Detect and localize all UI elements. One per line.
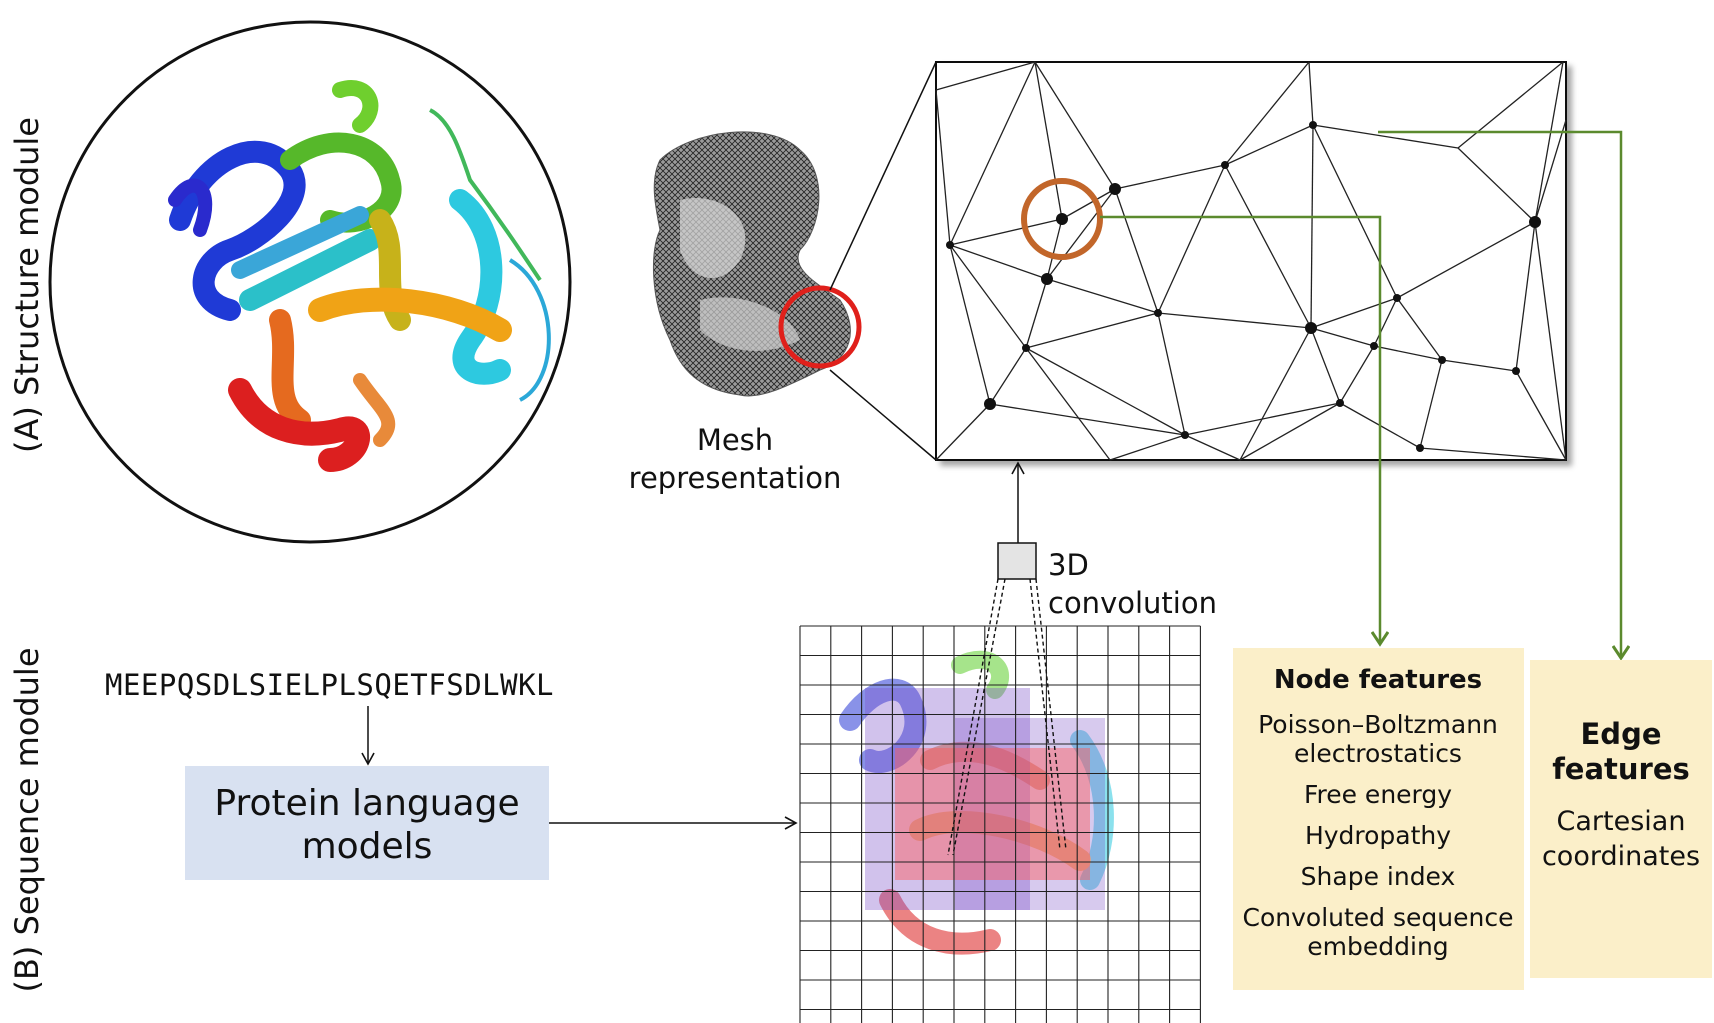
edge-features-body-line1: Cartesian bbox=[1557, 806, 1686, 837]
structure-module-label: (A) Structure module bbox=[8, 117, 46, 453]
node-feature-item: electrostatics bbox=[1294, 739, 1462, 768]
grid-red-region bbox=[895, 748, 1090, 880]
mesh-surface-illustration bbox=[653, 131, 862, 397]
node-features-box bbox=[1233, 648, 1524, 990]
zoom-line-bottom bbox=[829, 369, 937, 461]
node-feature-item: Poisson–Boltzmann bbox=[1258, 710, 1498, 739]
protein-sequence: MEEPQSDLSIELPLSQETFSDLWKL bbox=[105, 668, 554, 702]
convolution-label-line1: 3D bbox=[1048, 548, 1089, 582]
node-feature-item: embedding bbox=[1307, 932, 1448, 961]
edge-features-title-line1: Edge bbox=[1581, 717, 1662, 751]
node-feature-item: Convoluted sequence bbox=[1243, 903, 1514, 932]
node-feature-item: Free energy bbox=[1304, 780, 1452, 809]
edge-feature-arrow bbox=[1378, 130, 1621, 658]
node-feature-item: Hydropathy bbox=[1305, 821, 1451, 850]
edge-features-box bbox=[1530, 660, 1712, 978]
plm-label-line2: models bbox=[302, 826, 433, 867]
grid-purple-region-right bbox=[955, 718, 1105, 910]
voxel-grid bbox=[799, 578, 1201, 1023]
edge-features-body-line2: coordinates bbox=[1542, 841, 1700, 872]
node-features-title: Node features bbox=[1274, 665, 1482, 695]
node-feature-item: Shape index bbox=[1301, 862, 1456, 891]
grid-protein-overlay bbox=[839, 650, 1114, 955]
mesh-highlight-circle bbox=[778, 285, 862, 369]
node-feature-arrow bbox=[1100, 215, 1380, 644]
convolution-label-line2: convolution bbox=[1048, 586, 1217, 620]
protein-structure-illustration bbox=[48, 20, 572, 544]
edge-features-title-line2: features bbox=[1552, 752, 1690, 786]
mesh-label-line2: representation bbox=[629, 461, 842, 495]
zoom-line-top bbox=[829, 61, 937, 291]
convolution-kernel-box bbox=[997, 542, 1037, 580]
sequence-module-label: (B) Sequence module bbox=[8, 647, 46, 992]
plm-box bbox=[185, 766, 549, 880]
mesh-graph-panel bbox=[935, 61, 1567, 461]
plm-label-line1: Protein language bbox=[214, 783, 519, 824]
mesh-label-line1: Mesh bbox=[697, 423, 773, 457]
node-highlight-circle bbox=[1021, 178, 1103, 260]
